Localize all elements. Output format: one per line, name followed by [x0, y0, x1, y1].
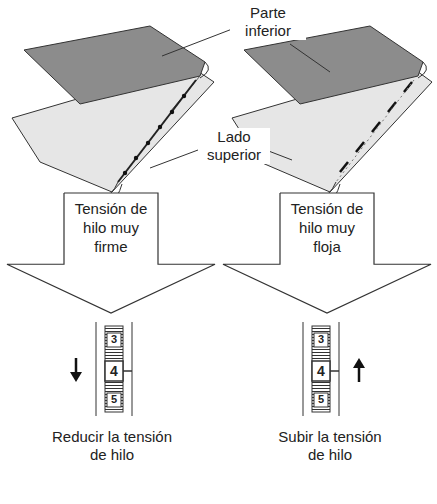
dial-number: 4 — [106, 363, 122, 380]
arrow-text: Tensión de hilo muy firme — [69, 200, 153, 256]
instruction-text: Subir la tensión de hilo — [275, 428, 385, 464]
dial-number: 5 — [107, 393, 121, 406]
arrow-box: Tensión de hilo muy floja — [222, 192, 432, 314]
instruction-text: Reducir la tensión de hilo — [51, 428, 173, 464]
dial-number: 5 — [314, 393, 328, 406]
leader-line — [150, 26, 330, 168]
tension-dial — [96, 322, 132, 416]
arrow-outline — [7, 193, 215, 313]
dial-number: 3 — [107, 333, 121, 346]
arrow-outline — [223, 193, 431, 313]
part-label: Parte inferior — [230, 4, 306, 40]
fabric-tight — [12, 26, 214, 204]
up-arrow — [353, 358, 365, 382]
part-label: Lado superior — [198, 128, 270, 164]
arrow-text: Tensión de hilo muy floja — [285, 200, 369, 256]
dial-number: 4 — [313, 363, 329, 380]
dial-number: 3 — [314, 333, 328, 346]
down-arrow — [70, 358, 82, 382]
fabric-loose — [232, 26, 432, 204]
tension-dial — [303, 322, 339, 416]
arrow-box: Tensión de hilo muy firme — [6, 192, 216, 314]
